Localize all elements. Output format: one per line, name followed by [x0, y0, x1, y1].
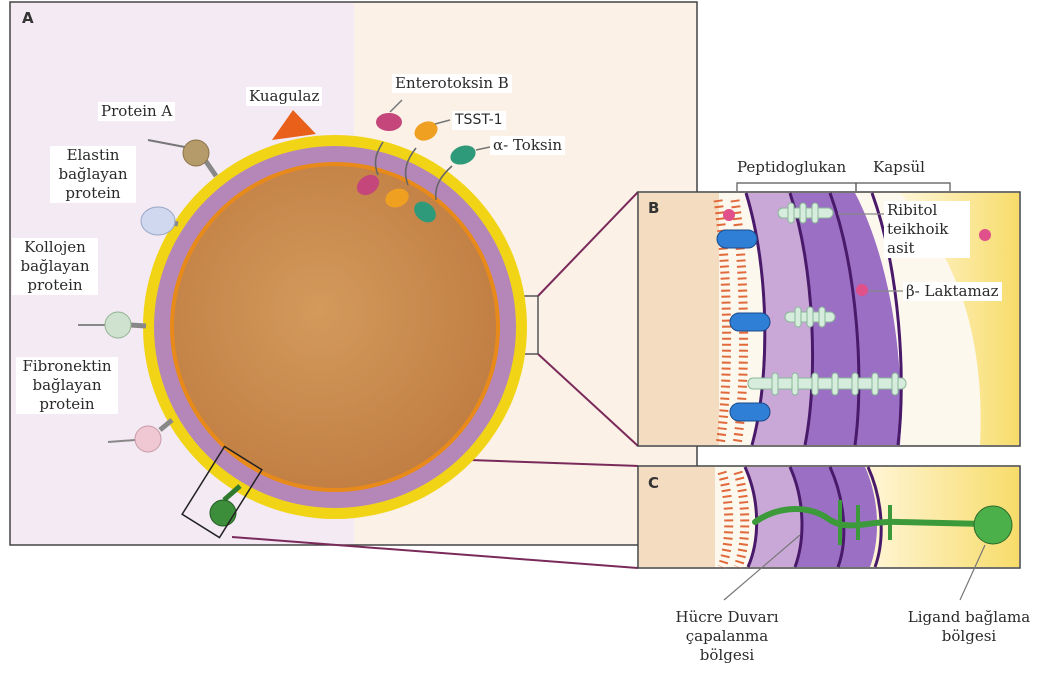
laktamaz-label: β- Laktamaz — [903, 282, 1002, 301]
elastin-protein-ball — [141, 207, 175, 235]
membrane-protein-3 — [730, 403, 770, 421]
kollojen-protein-ball — [105, 312, 131, 338]
panel-b-cytoplasm — [639, 193, 719, 445]
elastin-label: Elastin bağlayan protein — [50, 146, 136, 203]
fibronektin-protein-ball — [135, 426, 161, 452]
fibronektin-line-2: bağlayan — [19, 376, 115, 395]
laktamaz-dot-inner — [723, 209, 735, 221]
ribitol-line-3: asit — [887, 239, 967, 258]
layer-brackets — [737, 183, 950, 191]
panel-b-letter: B — [648, 199, 659, 217]
panel-c-letter: C — [648, 474, 659, 492]
elastin-line-1: Elastin — [53, 146, 133, 165]
kollojen-label: Kollojen bağlayan protein — [12, 238, 98, 295]
kollojen-line-1: Kollojen — [15, 238, 95, 257]
kollojen-line-3: protein — [15, 276, 95, 295]
ligand-label: Ligand bağlama bölgesi — [898, 608, 1039, 646]
panel-a-letter: A — [22, 9, 34, 27]
laktamaz-dot — [856, 284, 868, 296]
protein-a-label: Protein A — [98, 102, 175, 121]
hucre-duvari-line-1: Hücre Duvarı — [667, 608, 787, 627]
enterotoksin-b-label: Enterotoksin B — [392, 74, 512, 93]
hucre-duvari-line-3: bölgesi — [667, 646, 787, 665]
elastin-line-3: protein — [53, 184, 133, 203]
kollojen-stalk — [130, 325, 146, 326]
membrane-protein-1 — [717, 230, 757, 248]
peptidoglukan-label: Peptidoglukan — [734, 158, 849, 177]
ligand-line-2: bölgesi — [901, 627, 1037, 646]
fibronektin-line-1: Fibronektin — [19, 357, 115, 376]
kuagulaz-label: Kuagulaz — [246, 87, 322, 106]
peptidoglukan-bracket — [737, 183, 856, 191]
enterotoksin-b-released — [376, 113, 402, 131]
ribitol-line-1: Ribitol — [887, 201, 967, 220]
elastin-line-2: bağlayan — [53, 165, 133, 184]
ribitol-label: Ribitol teikhoik asit — [884, 201, 970, 258]
fibronektin-label: Fibronektin bağlayan protein — [16, 357, 118, 414]
membrane-protein-2 — [730, 313, 770, 331]
anchor-protein-ball — [210, 500, 236, 526]
ligand-line-1: Ligand bağlama — [901, 608, 1037, 627]
ligand-binding-ball — [974, 506, 1012, 544]
kapsul-bracket — [856, 183, 950, 191]
hucre-duvari-line-2: çapalanma — [667, 627, 787, 646]
alpha-toksin-label: α- Toksin — [490, 136, 565, 155]
hucre-duvari-label: Hücre Duvarı çapalanma bölgesi — [664, 608, 790, 665]
kapsul-label: Kapsül — [870, 158, 928, 177]
cytoplasm — [174, 166, 496, 488]
fibronektin-line-3: protein — [19, 395, 115, 414]
laktamaz-dot-outer — [979, 229, 991, 241]
bacterial-cell — [143, 135, 527, 519]
panel-c — [638, 466, 1020, 600]
kollojen-line-2: bağlayan — [15, 257, 95, 276]
protein-a-ball — [183, 140, 209, 166]
ribitol-line-2: teikhoik — [887, 220, 967, 239]
tsst1-label: TSST-1 — [452, 111, 506, 130]
